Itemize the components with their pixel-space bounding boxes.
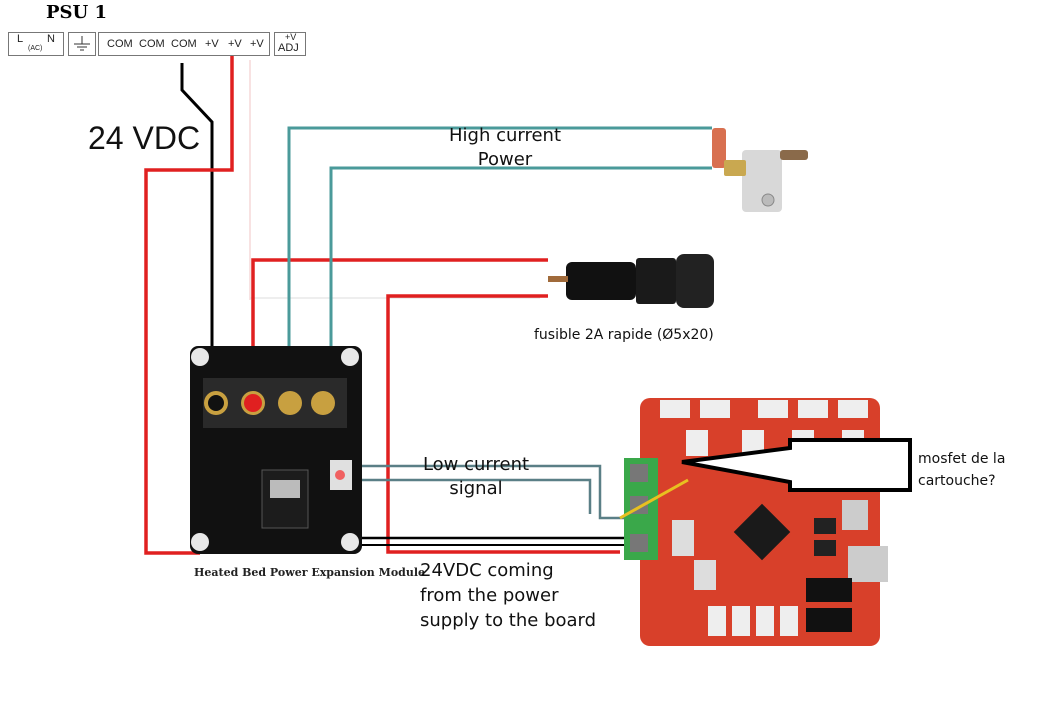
coming-line2: from the power (420, 585, 559, 606)
fuse-holder-icon (548, 252, 718, 312)
ground-wire-psu (180, 63, 214, 400)
low-current-line2: signal (449, 478, 503, 499)
psu-v1-label: +V (205, 38, 219, 50)
power-wire-from-fuse (386, 294, 620, 554)
psu-com3-label: COM (171, 38, 197, 50)
psu-com2-label: COM (139, 38, 165, 50)
psu-n-label: N (47, 33, 55, 45)
mosfet-label: mosfet de la cartouche? (918, 448, 1028, 492)
green-terminal-block (624, 458, 658, 560)
power-wire-psu (144, 56, 234, 555)
psu-ground-terminal (68, 32, 96, 56)
mosfet-line1: mosfet de la (918, 451, 1006, 467)
psu-ac-terminal: L (AC) N (8, 32, 64, 56)
psu-v3-label: +V (250, 38, 264, 50)
mosfet-module-icon (190, 346, 362, 554)
high-current-line1: High current (448, 125, 562, 146)
psu-adj-top-label: +V (285, 32, 297, 42)
signal-wire-2 (360, 478, 592, 514)
psu-v2-label: +V (228, 38, 242, 50)
heater-cartridge-block-icon (712, 128, 808, 212)
mosfet-line2: cartouche? (918, 473, 996, 489)
fuse-label: fusible 2A rapide (Ø5x20) (534, 327, 714, 343)
psu-ac-label: (AC) (28, 45, 43, 52)
signal-wire-1 (360, 464, 628, 520)
voltage-24-label: 24 VDC (88, 120, 201, 156)
coming-line3: supply to the board (420, 610, 597, 631)
psu-adj-label: ADJ (278, 42, 299, 54)
heater-wire-1 (287, 126, 712, 395)
psu-dc-terminal: COM COM COM +V +V +V (98, 32, 270, 56)
psu-l-label: L (17, 33, 24, 45)
ground-icon (74, 36, 90, 51)
module-caption: Heated Bed Power Expansion Module (194, 566, 426, 579)
psu-adj-terminal: +V ADJ (274, 32, 306, 56)
low-current-label: Low current signal (412, 453, 540, 501)
psu-title: PSU 1 (46, 2, 108, 23)
coming-label: 24VDC coming from the power supply to th… (420, 558, 640, 633)
high-current-line2: Power (477, 149, 533, 170)
high-current-label: High current Power (430, 124, 580, 172)
controller-board-icon (640, 398, 888, 646)
heater-wire-2 (329, 166, 712, 395)
psu-com1-label: COM (107, 38, 133, 50)
coming-line1: 24VDC coming (420, 560, 554, 581)
low-current-line1: Low current (422, 454, 530, 475)
left-arrow-icon (681, 438, 912, 492)
signal-jumper-wire (619, 478, 689, 520)
